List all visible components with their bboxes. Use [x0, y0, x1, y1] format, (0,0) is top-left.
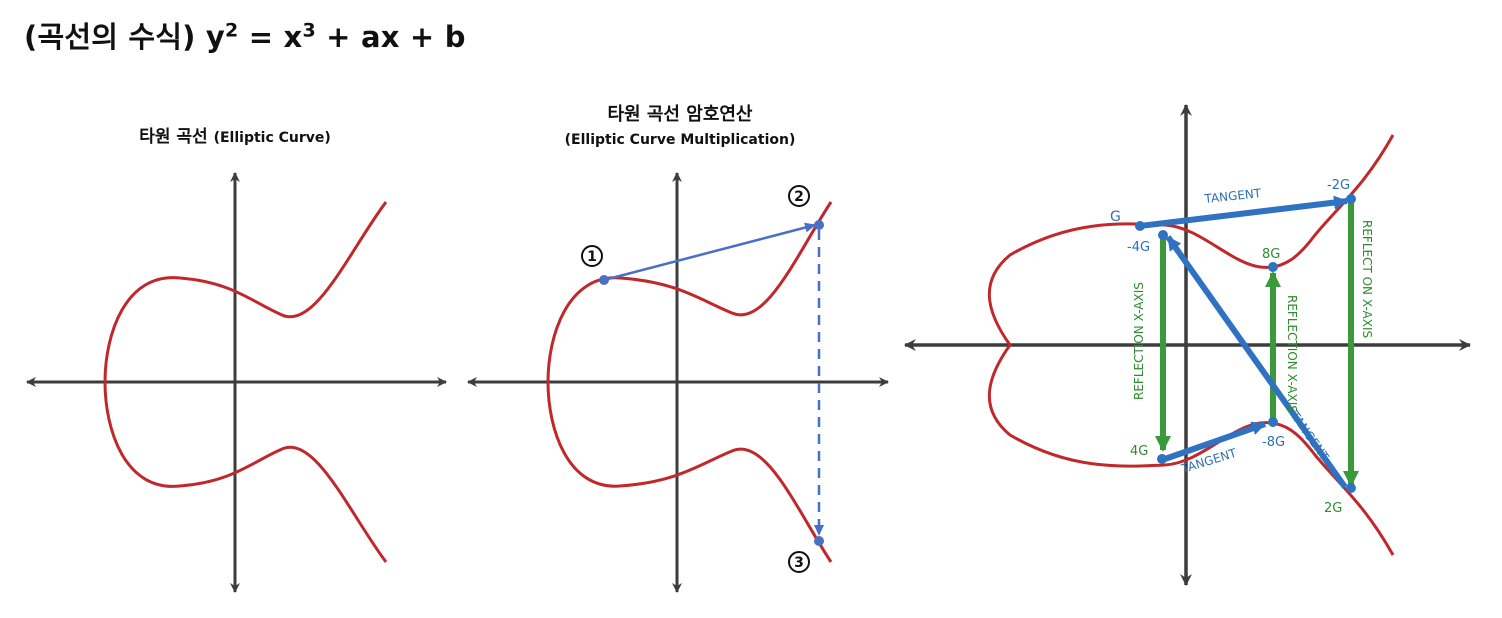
step-3-label: 3	[794, 555, 804, 571]
panel2-title-ko: 타원 곡선 암호연산	[607, 104, 753, 125]
point-neg4G	[1158, 230, 1168, 240]
panel1-title: 타원 곡선 (Elliptic Curve)	[60, 122, 410, 147]
point-G	[1135, 221, 1145, 231]
label-neg4G: -4G	[1127, 240, 1150, 255]
heading-suffix: + ax + b	[315, 20, 466, 54]
heading-exponent-x: 3	[302, 19, 316, 42]
reflect-mid-label: REFLECTION X-AXIS	[1285, 295, 1299, 413]
point-3	[814, 536, 824, 546]
point-neg2G	[1346, 194, 1356, 204]
point-8G	[1268, 262, 1278, 272]
heading-prefix: (곡선의 수식) y	[24, 20, 226, 54]
elliptic-curve	[103, 201, 388, 563]
panel1-title-en: (Elliptic Curve)	[213, 130, 331, 146]
point-4G	[1157, 454, 1167, 464]
label-G: G	[1110, 209, 1121, 225]
step-3-marker: 3	[788, 551, 810, 573]
label-4G: 4G	[1130, 444, 1148, 459]
tangent-diagonal-arrow	[1165, 235, 1348, 489]
label-neg8G: -8G	[1262, 435, 1285, 450]
step-1-label: 1	[587, 249, 597, 265]
heading-equals: = x	[238, 20, 303, 54]
tangent-top-label: TANGENT	[1203, 186, 1263, 206]
tangent-bottom-arrow	[1161, 421, 1266, 463]
label-8G: 8G	[1262, 247, 1280, 262]
step-2-label: 2	[794, 189, 804, 205]
point-1	[599, 275, 609, 285]
reflect-right-label: REFLECT ON X-AXIS	[1360, 220, 1374, 338]
point-2G	[1346, 483, 1356, 493]
point-neg8G	[1268, 417, 1278, 427]
step-1-marker: 1	[581, 245, 603, 267]
panel2-diagram: 1 2 3	[467, 172, 889, 593]
label-2G: 2G	[1324, 501, 1342, 516]
panel2-title: 타원 곡선 암호연산 (Elliptic Curve Multiplicatio…	[500, 100, 860, 148]
point-2	[814, 220, 824, 230]
label-neg2G: -2G	[1327, 178, 1350, 193]
heading-exponent-y: 2	[225, 19, 239, 42]
tangent-arrow	[603, 222, 816, 282]
panel1-title-ko: 타원 곡선	[139, 127, 208, 147]
panel2-title-en: (Elliptic Curve Multiplication)	[564, 132, 796, 148]
tangent-top-arrow	[1139, 195, 1348, 229]
panel3-diagram: G -2G -4G 8G 4G -8G 2G TANGENT TANGENT T…	[904, 104, 1471, 586]
reflect-left-label: REFLECTION X-AXIS	[1132, 282, 1146, 400]
step-2-marker: 2	[788, 185, 810, 207]
tangent-diagonal-label: TANGENT	[1287, 408, 1332, 464]
page-heading: (곡선의 수식) y2 = x3 + ax + b	[24, 14, 466, 56]
panel1-diagram	[26, 172, 447, 593]
elliptic-curve	[546, 201, 833, 563]
